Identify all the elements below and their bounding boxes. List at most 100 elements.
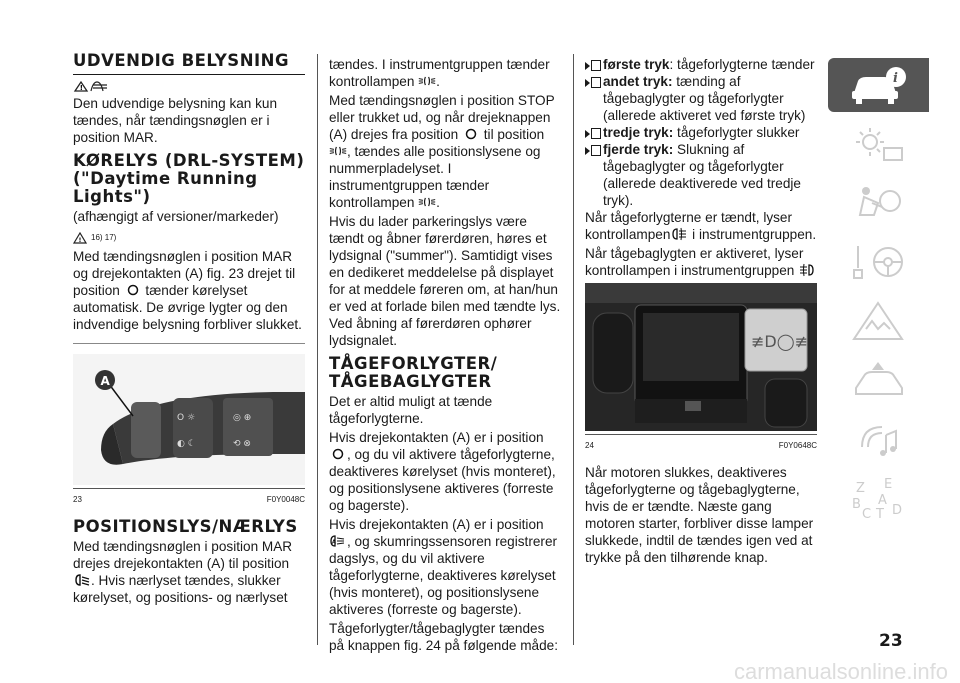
bullet-icon — [585, 127, 601, 139]
figure-24-caption: 24 F0Y0648C — [585, 434, 817, 454]
index-letter: C — [862, 507, 871, 520]
low-beam-icon — [73, 573, 91, 587]
list-item-text: tågeforlygter slukker — [673, 125, 800, 140]
warning-ref-numbers: 16) 17) — [91, 233, 117, 242]
airbag-icon — [858, 187, 901, 216]
index-letter: E — [884, 477, 892, 492]
col3-text: i instrumentgruppen. — [688, 227, 817, 242]
col3-para-2: Når tågebaglygten er aktiveret, lyser ko… — [585, 245, 817, 279]
svg-text:◎ ⊕: ◎ ⊕ — [233, 413, 251, 423]
svg-text:!: ! — [80, 84, 83, 92]
positionslys-text: Med tændingsnøglen i position MAR drejes… — [73, 538, 305, 606]
list-item: andet tryk: tænding af tågebaglygter og … — [585, 73, 817, 124]
heading-drl: KØRELYS (DRL-SYSTEM) ("Daytime Running L… — [73, 151, 305, 206]
side-lights-icon — [418, 195, 436, 209]
car-info-icon: i — [851, 67, 906, 104]
warning-lamp-icon: ! — [73, 79, 305, 93]
figure-23-caption: 23 F0Y0048C — [73, 488, 305, 508]
svg-text:≢D◯≢: ≢D◯≢ — [751, 332, 808, 351]
col2-para-2: Med tændingsnøglen i position STOP eller… — [329, 92, 561, 211]
o-position-icon — [462, 127, 480, 141]
svg-text:◐ ☾: ◐ ☾ — [177, 439, 196, 449]
figure-number: 24 — [585, 441, 594, 450]
col2-text: , og du vil aktivere tågeforlygterne, de… — [329, 447, 556, 513]
index-letter: D — [892, 503, 902, 518]
tab-warning-lights[interactable] — [828, 117, 929, 171]
list-item-label: første tryk — [603, 57, 670, 72]
list-item-label: andet tryk: — [603, 74, 673, 89]
svg-text:!: ! — [79, 237, 82, 244]
index-icon: Z E A B D C T — [852, 477, 902, 520]
bullet-icon — [585, 59, 601, 71]
list-item-text: tænding af tågebaglygter og tågeforlygte… — [603, 74, 806, 123]
col2-text: Hvis drejekontakten (A) er i position — [329, 517, 544, 532]
column-divider — [317, 54, 318, 645]
multimedia-icon — [860, 426, 897, 456]
col2-para-3: Hvis du lader parkeringslys være tændt o… — [329, 214, 561, 348]
heading-udvendig-belysning: UDVENDIG BELYSNING — [73, 52, 305, 75]
figure-code: F0Y0048C — [266, 495, 305, 504]
warning-lights-icon — [855, 128, 903, 161]
pos-text-part2: . Hvis nærlyset tændes, slukker kørelyse… — [73, 573, 288, 605]
svg-text:A: A — [332, 540, 336, 546]
tab-emergency[interactable] — [828, 294, 929, 348]
col2-text: , tændes alle positionslysene og nummerp… — [329, 144, 541, 210]
col2-text: tændes. I instrumentgruppen tænder kontr… — [329, 57, 550, 89]
tab-index[interactable]: Z E A B D C T — [828, 471, 929, 525]
col2-para-6: Hvis drejekontakten (A) er i position A,… — [329, 516, 561, 618]
list-item-text: : tågeforlygterne tænder — [669, 57, 815, 72]
col2-text: . — [436, 195, 440, 210]
list-item-label: tredje tryk: — [603, 125, 674, 140]
drl-text-part1: Med tændingsnøglen i position MAR og dre… — [73, 249, 296, 298]
list-item: første tryk: tågeforlygterne tænder — [585, 56, 817, 73]
chapter-sidebar: i — [828, 58, 929, 530]
svg-text:i: i — [893, 71, 898, 86]
col2-para-7: Tågeforlygter/tågebaglygter tændes på kn… — [329, 621, 558, 653]
col3-text: Når tågeforlygterne er tændt, lyser kont… — [585, 210, 793, 242]
figure-number: 23 — [73, 495, 82, 504]
heading-taageforlygter: TÅGEFORLYGTER/ TÅGEBAGLYGTER — [329, 354, 498, 391]
rear-fog-icon — [798, 263, 816, 277]
drl-text: Med tændingsnøglen i position MAR og dre… — [73, 248, 305, 333]
tab-safety[interactable] — [828, 176, 929, 230]
col2-text: Hvis drejekontakten (A) er i position — [329, 430, 544, 445]
tab-multimedia[interactable] — [828, 412, 929, 466]
figure-23-stalk: ◎ ⊕ ⟲ ⊗ O ☼ ◐ ☾ A — [73, 354, 305, 485]
service-icon — [854, 362, 903, 395]
list-item: tredje tryk: tågeforlygter slukker — [585, 124, 817, 141]
pos-text-part1: Med tændingsnøglen i position MAR drejes… — [73, 539, 293, 571]
column-3: første tryk: tågeforlygterne tænder ande… — [585, 56, 817, 568]
figure-label-a: A — [101, 374, 111, 388]
index-letter: A — [878, 493, 887, 508]
svg-text:⟲ ⊗: ⟲ ⊗ — [233, 439, 251, 449]
col3-text: Når tågebaglygten er aktiveret, lyser ko… — [585, 246, 804, 278]
heading-positionslys: POSITIONSLYS/NÆRLYS — [73, 517, 298, 536]
footer-watermark[interactable]: carmanualsonline.info — [733, 659, 948, 683]
figure-24-dashboard: ≢D◯≢ — [585, 283, 817, 431]
front-fog-icon — [670, 227, 688, 241]
column-divider — [573, 54, 574, 645]
col3-para-3: Når motoren slukkes, deaktiveres tågefor… — [585, 465, 814, 565]
col2-text: , og skumringssensoren registrerer dagsl… — [329, 534, 558, 617]
col2-text: til position — [483, 127, 545, 142]
col2-text: Med tændingsnøglen i position STOP eller… — [329, 93, 555, 142]
warning-refs: ! 16) 17) — [73, 229, 305, 246]
list-item-text: Slukning af tågebaglygter og tågeforlygt… — [603, 142, 801, 208]
side-lights-icon — [329, 144, 347, 158]
o-position-icon — [329, 447, 347, 461]
index-letter: B — [852, 497, 861, 512]
index-letter: Z — [856, 481, 865, 496]
tab-starting-driving[interactable] — [828, 235, 929, 289]
tab-maintenance[interactable] — [828, 353, 929, 407]
figure-code: F0Y0648C — [778, 441, 817, 450]
intro-text: Den udvendige belysning kan kun tændes, … — [73, 96, 278, 145]
steering-icon — [852, 246, 903, 279]
index-letter: T — [875, 507, 884, 520]
column-2: tændes. I instrumentgruppen tænder kontr… — [329, 56, 561, 656]
svg-text:O ☼: O ☼ — [177, 413, 195, 423]
tab-car-info[interactable]: i — [828, 58, 929, 112]
bullet-icon — [585, 76, 601, 88]
col2-para-4: Det er altid muligt at tænde tågeforlygt… — [329, 394, 493, 426]
divider — [73, 343, 305, 344]
drl-note: (afhængigt af versioner/markeder) — [73, 209, 279, 224]
